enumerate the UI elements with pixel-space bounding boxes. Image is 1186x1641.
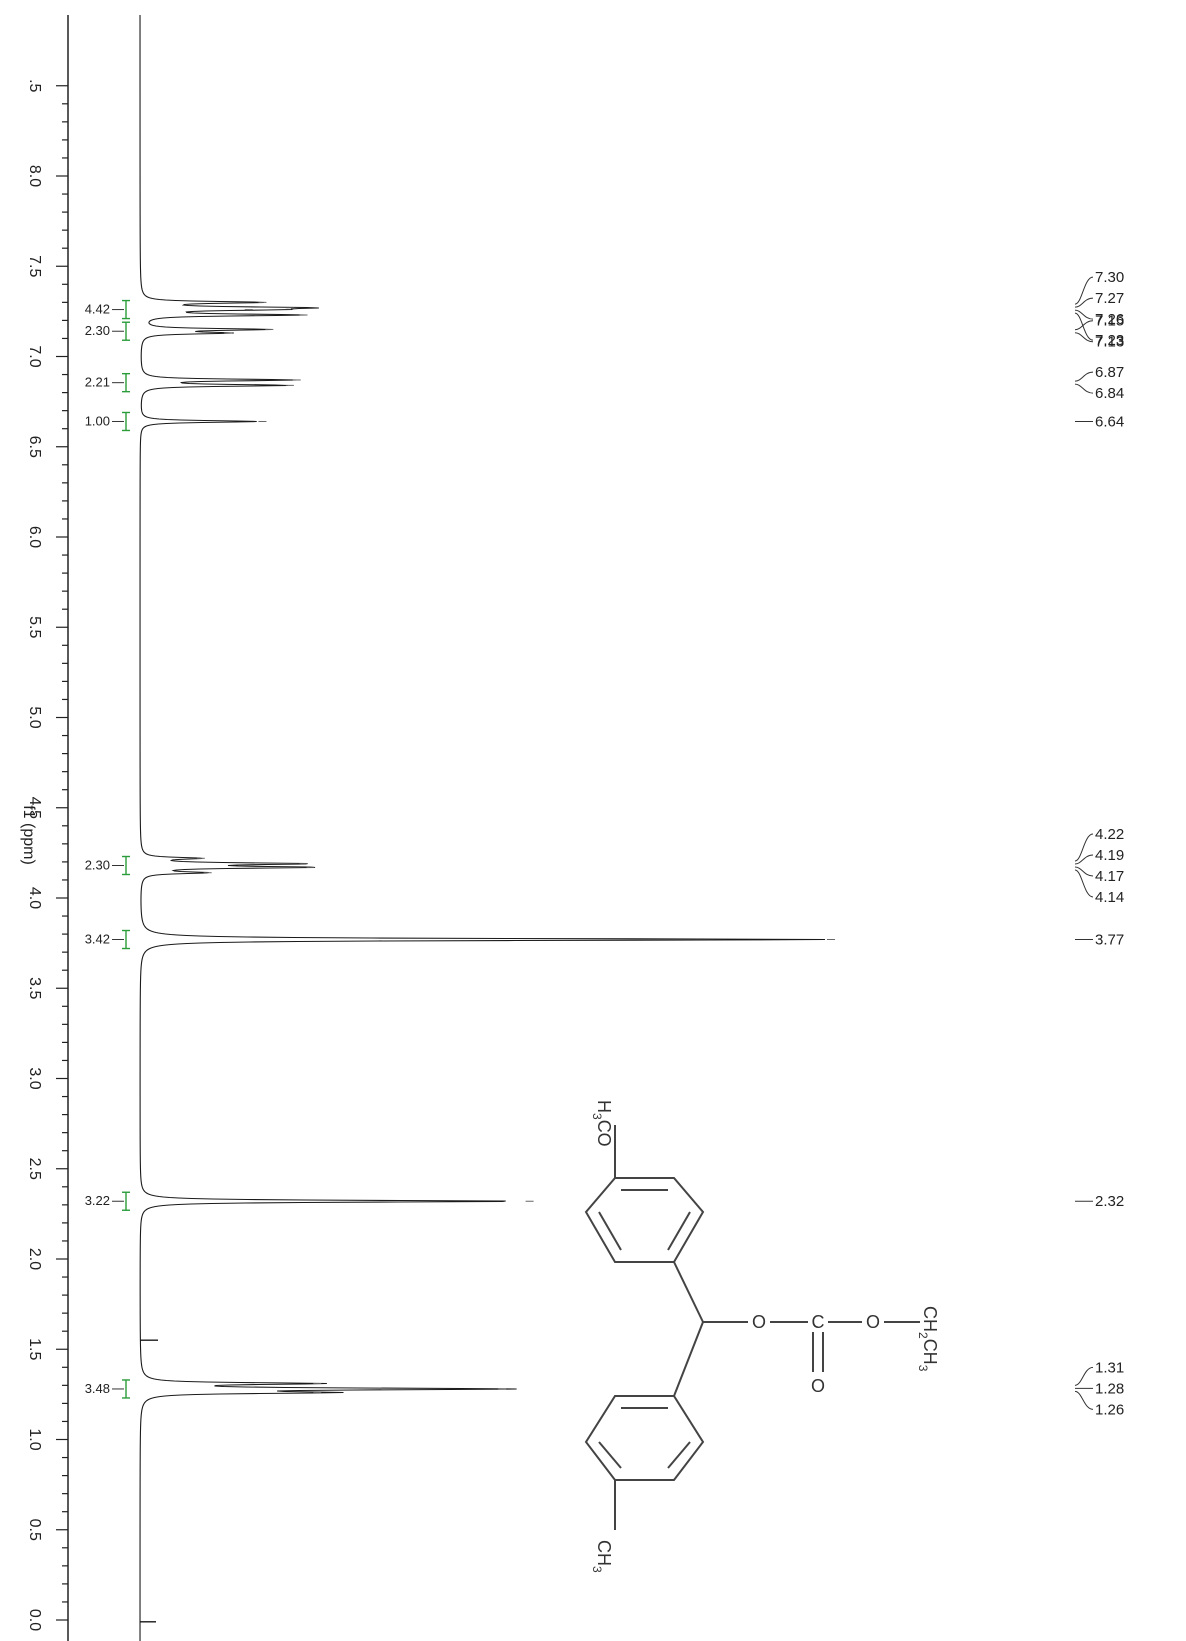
tick-label: 0.5 [26,1519,43,1541]
tick-label: 3.5 [26,977,43,999]
structure-labels: H3CO CH3 O C O O CH2CH3 [590,1100,940,1573]
peak-label: 4.14 [1095,889,1124,906]
tick-label: 8.0 [26,165,43,187]
peak-label: 3.77 [1095,932,1124,949]
peak-label-group: 4.22 4.19 4.17 4.14 [1074,826,1124,906]
peak-label: 7.23 [1095,332,1124,349]
tick-label: 6.0 [26,526,43,548]
peak-label-group: 7.30 7.27 7.26 7.23 [1074,269,1124,349]
ppm-axis: 0.0 0.5 1.0 1.5 2.0 2.5 3.0 3.5 4.0 4.5 5.0 5.5 6.0 6… [26,15,69,1641]
peak-label: 1.28 [1095,1380,1124,1397]
peak-label: 7.27 [1095,290,1124,307]
peak-label: 4.19 [1095,847,1124,864]
peak-label-group: 6.87 6.84 [1074,364,1124,402]
peak-labels: 7.30 7.27 7.26 7.23 7.15 7.13 6.87 6.84 6.64 4.22… [1074,269,1124,1418]
methoxy-label: H3CO [590,1100,614,1147]
tick-label: 1.5 [26,1338,43,1360]
integral-label: 2.21 [85,375,110,390]
integral-label: 4.42 [85,302,110,317]
tick-label: 0.0 [26,1609,43,1631]
peak-label: 6.87 [1095,364,1124,381]
integral-marker: 4.42 [85,299,130,320]
integral-marker: 2.30 [85,855,130,876]
integral-label: 3.48 [85,1381,110,1396]
peak-label-group: 6.64 [1075,413,1124,430]
integral-marker: 2.21 [85,372,130,393]
tick-label: 4.5 [26,797,43,819]
peak-label: 4.22 [1095,826,1124,843]
spectrum-trace [139,15,835,1641]
carbonyl-oxygen: O [811,1376,825,1396]
peak-label: 7.13 [1095,334,1124,351]
peak-label-group: 2.32 [1075,1193,1124,1210]
tick-label: 2.5 [26,1158,43,1180]
tick-label: 7.0 [26,345,43,367]
methyl-label: CH3 [590,1540,614,1573]
tick-label: 2.0 [26,1248,43,1270]
ether-oxygen-2: O [866,1312,880,1332]
peak-label-group: 3.77 [1075,932,1124,949]
tick-label: 3.0 [26,1067,43,1089]
tick-label: 4.0 [26,887,43,909]
integral-marker: 3.48 [85,1379,130,1399]
ethyl-label: CH2CH3 [916,1306,940,1372]
integral-marker: 3.42 [85,929,130,950]
tick-label: .5 [26,79,43,92]
x-axis-title: f1 (ppm) [20,805,37,865]
tick-label: 5.0 [26,706,43,728]
peak-label: 7.26 [1095,311,1124,328]
peak-label: 4.17 [1095,868,1124,885]
peak-label: 2.32 [1095,1193,1124,1210]
peak-label: 1.31 [1095,1359,1124,1376]
integral-marker: 2.30 [85,321,130,341]
peak-label: 6.84 [1095,385,1124,402]
tick-label: 7.5 [26,255,43,277]
integral-label: 3.42 [85,932,110,947]
integral-label: 3.22 [85,1193,110,1208]
peak-label-group: 7.15 7.13 [1074,313,1124,351]
tick-label: 5.5 [26,616,43,638]
integral-markers: 4.42 2.30 2.21 1.00 2.30 3.42 3.22 3.48 [85,299,130,1399]
tick-label: 6.5 [26,436,43,458]
integral-label: 1.00 [85,413,110,428]
peak-label-group: 1.31 1.28 1.26 [1074,1359,1124,1418]
peak-label: 7.15 [1095,313,1124,330]
peak-label: 6.64 [1095,413,1124,430]
integral-label: 2.30 [85,858,110,873]
integral-label: 2.30 [85,323,110,338]
spectrum-line [139,15,825,1641]
ether-oxygen-1: O [752,1312,766,1332]
chemical-structure [584,1125,920,1530]
carbonyl-carbon: C [812,1312,825,1332]
integral-marker: 1.00 [85,411,130,432]
peak-label: 1.26 [1095,1401,1124,1418]
integral-marker: 3.22 [85,1191,130,1211]
tick-label: 1.0 [26,1428,43,1450]
peak-label: 7.30 [1095,269,1124,286]
